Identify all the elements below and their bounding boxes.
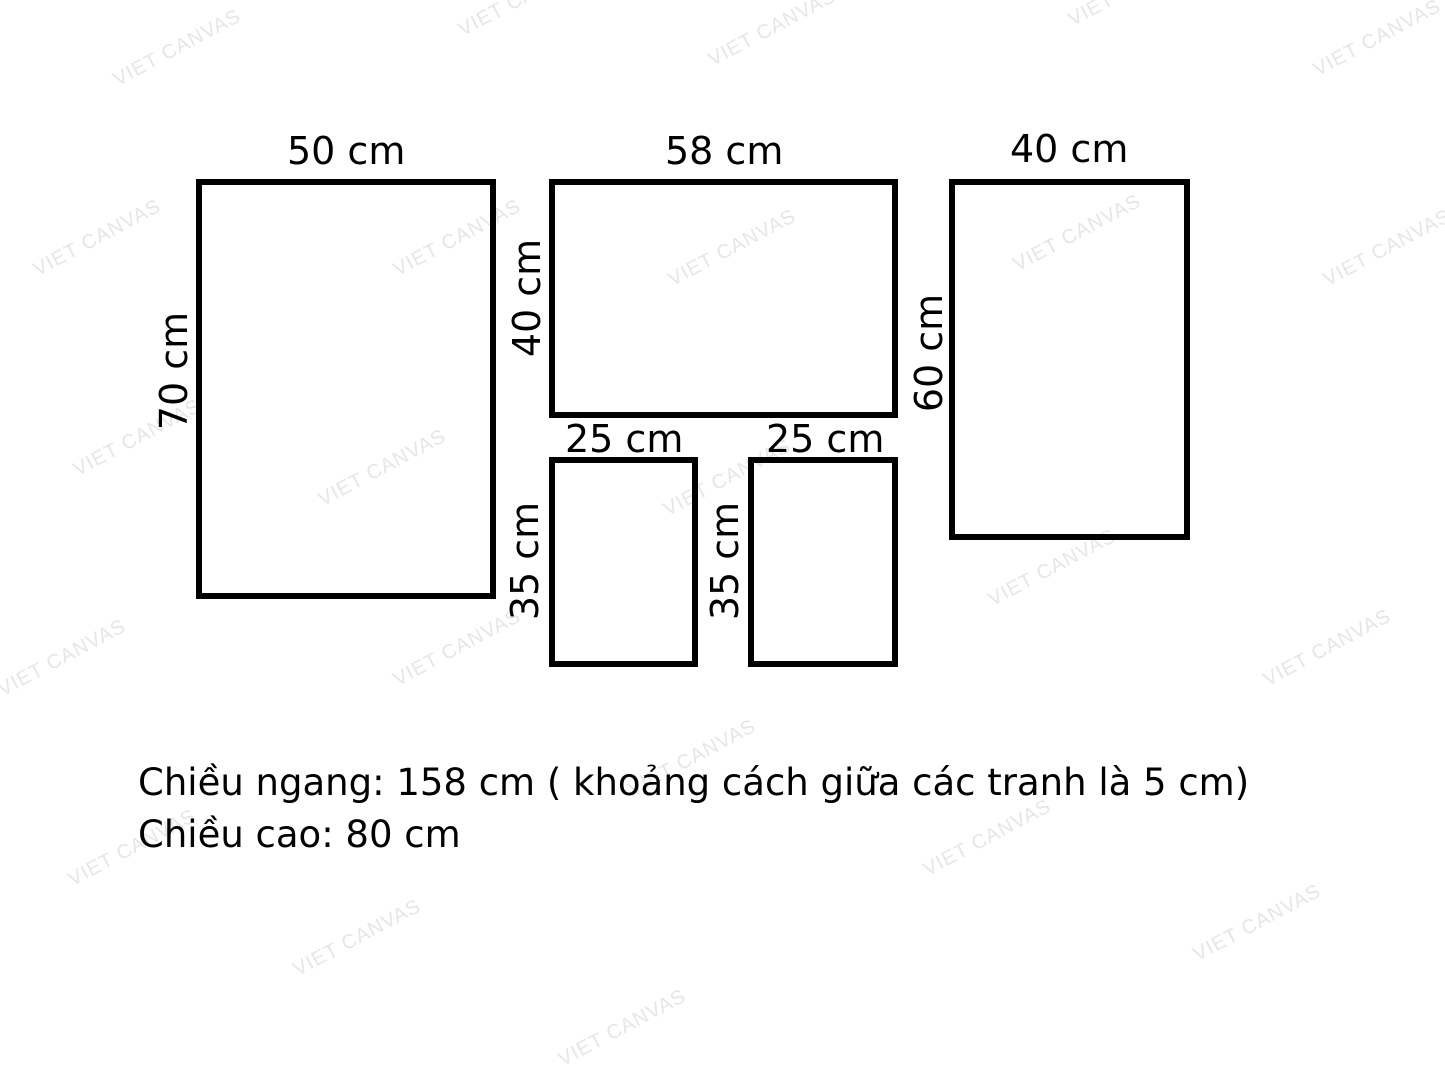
panel-bottom-left-width-label: 25 cm	[565, 417, 684, 461]
panel-right-height-label: 60 cm	[907, 293, 952, 413]
panel-bottom-right-width-label: 25 cm	[766, 417, 885, 461]
panel-top-center-height-label: 40 cm	[505, 238, 550, 358]
panel-bottom-right-height-label: 35 cm	[703, 501, 748, 621]
watermark: VIET CANVAS	[109, 4, 245, 91]
panel-right-width-label: 40 cm	[1010, 127, 1129, 171]
watermark: VIET CANVAS	[554, 984, 690, 1071]
watermark: VIET CANVAS	[1319, 204, 1445, 291]
watermark: VIET CANVAS	[1259, 604, 1395, 691]
total-width-description: Chiều ngang: 158 cm ( khoảng cách giữa c…	[138, 761, 1250, 804]
panel-top-center	[549, 179, 898, 418]
panel-right	[949, 179, 1190, 540]
total-height-description: Chiều cao: 80 cm	[138, 813, 461, 856]
panel-left-height-label: 70 cm	[152, 311, 197, 431]
panel-bottom-center-left	[549, 457, 698, 667]
panel-top-center-width-label: 58 cm	[665, 129, 784, 173]
panel-bottom-left-height-label: 35 cm	[503, 501, 548, 621]
watermark: VIET CANVAS	[919, 794, 1055, 881]
watermark: VIET CANVAS	[1309, 0, 1445, 81]
watermark: VIET CANVAS	[704, 0, 840, 71]
watermark: VIET CANVAS	[455, 0, 591, 42]
watermark: VIET CANVAS	[1065, 0, 1201, 32]
panel-left	[196, 179, 496, 599]
panel-bottom-center-right	[748, 457, 898, 667]
watermark: VIET CANVAS	[289, 894, 425, 981]
watermark: VIET CANVAS	[0, 614, 130, 701]
watermark: VIET CANVAS	[29, 194, 165, 281]
panel-left-width-label: 50 cm	[287, 129, 406, 173]
watermark: VIET CANVAS	[1189, 879, 1325, 966]
